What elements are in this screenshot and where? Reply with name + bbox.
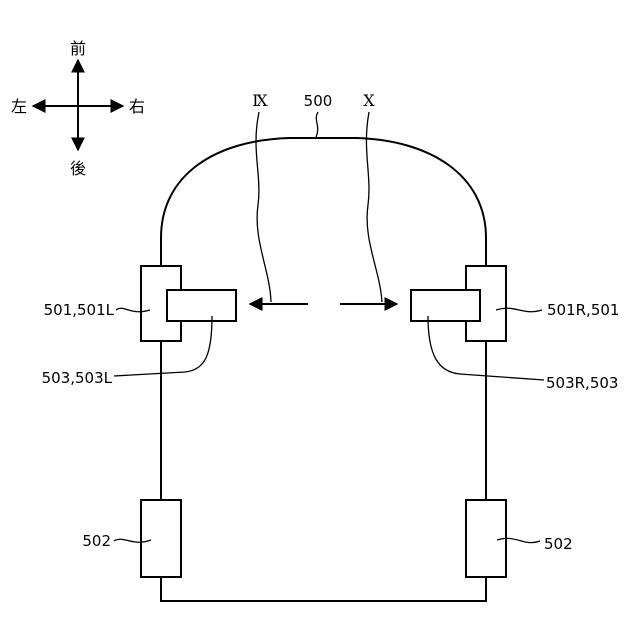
rear-right-wheel-label: 502 (544, 535, 573, 553)
front-left-wheel-label: 501,501L (44, 301, 115, 319)
left-unit (167, 290, 236, 321)
vehicle-label: 500 (304, 92, 333, 110)
direction-front: 前 (70, 39, 86, 58)
rear-right-wheel (466, 500, 506, 577)
rear-left-wheel (141, 500, 181, 577)
direction-back: 後 (70, 159, 86, 178)
right-unit (411, 290, 480, 321)
section-mark-right: Ⅹ (363, 91, 375, 110)
left-unit-label: 503,503L (42, 369, 113, 387)
front-right-wheel-label: 501R,501 (547, 301, 619, 319)
section-mark-left: Ⅸ (252, 91, 268, 110)
vehicle-rear-outline (161, 577, 486, 601)
right-unit-label: 503R,503 (546, 374, 618, 392)
direction-right: 右 (129, 97, 145, 116)
direction-left: 左 (11, 97, 27, 116)
vehicle-front-outline (161, 138, 486, 266)
rear-left-wheel-label: 502 (82, 532, 111, 550)
vehicle-label-leader (316, 112, 318, 137)
direction-compass: 前 後 左 右 (11, 39, 145, 178)
